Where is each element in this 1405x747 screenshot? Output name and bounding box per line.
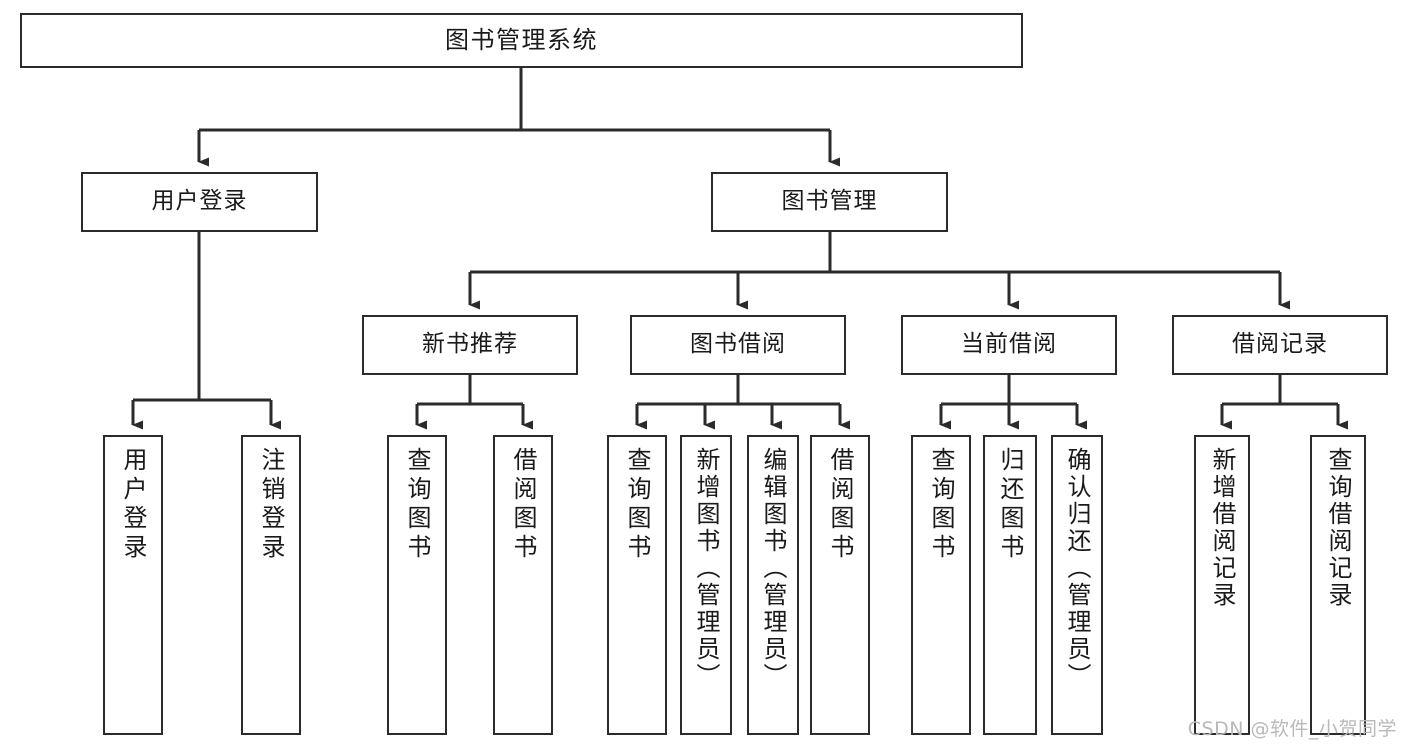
- node-label: 借阅图书: [509, 447, 537, 563]
- leaf-nb-borrow-book[interactable]: 借阅图书: [493, 435, 553, 735]
- leaf-bb-edit-book-admin[interactable]: 编辑图书（管理员）: [747, 435, 799, 735]
- leaf-cb-confirm-return-admin[interactable]: 确认归还（管理员）: [1051, 435, 1103, 735]
- node-user-login[interactable]: 用户登录: [81, 172, 318, 232]
- node-label: 新增借阅记录: [1208, 447, 1236, 609]
- node-label: 查询图书: [927, 447, 955, 563]
- node-current-borrow[interactable]: 当前借阅: [901, 315, 1117, 375]
- node-label: 查询图书: [623, 447, 651, 563]
- node-root-book-management-system[interactable]: 图书管理系统: [20, 13, 1023, 68]
- node-label: 图书管理: [781, 188, 878, 215]
- node-label: 新增图书（管理员）: [692, 447, 720, 690]
- leaf-br-add-record[interactable]: 新增借阅记录: [1194, 435, 1250, 735]
- node-label: 借阅记录: [1232, 331, 1328, 358]
- node-label: 查询图书: [403, 447, 431, 563]
- node-label: 当前借阅: [961, 331, 1057, 358]
- node-new-book-recommend[interactable]: 新书推荐: [362, 315, 578, 375]
- watermark-credit: CSDN @软件_小贺同学: [1187, 718, 1397, 740]
- node-book-borrow[interactable]: 图书借阅: [630, 315, 846, 375]
- node-label: 借阅图书: [826, 447, 854, 563]
- node-label: 注销登录: [257, 447, 285, 563]
- leaf-cb-query-book[interactable]: 查询图书: [911, 435, 971, 735]
- node-label: 图书借阅: [690, 331, 786, 358]
- leaf-bb-query-book[interactable]: 查询图书: [607, 435, 667, 735]
- leaf-user-login[interactable]: 用户登录: [103, 435, 163, 735]
- leaf-cb-return-book[interactable]: 归还图书: [983, 435, 1037, 735]
- node-label: 归还图书: [996, 447, 1024, 563]
- node-label: 用户登录: [119, 447, 147, 563]
- leaf-br-query-record[interactable]: 查询借阅记录: [1310, 435, 1366, 735]
- node-label: 用户登录: [151, 188, 248, 215]
- node-borrow-record[interactable]: 借阅记录: [1172, 315, 1388, 375]
- node-label: 图书管理系统: [445, 26, 598, 55]
- leaf-bb-borrow-book[interactable]: 借阅图书: [810, 435, 870, 735]
- node-label: 确认归还（管理员）: [1063, 447, 1091, 690]
- node-label: 新书推荐: [422, 331, 518, 358]
- leaf-nb-query-book[interactable]: 查询图书: [387, 435, 447, 735]
- leaf-logout-login[interactable]: 注销登录: [241, 435, 301, 735]
- node-book-management[interactable]: 图书管理: [711, 172, 948, 232]
- node-label: 编辑图书（管理员）: [759, 447, 787, 690]
- node-label: 查询借阅记录: [1324, 447, 1352, 609]
- leaf-bb-add-book-admin[interactable]: 新增图书（管理员）: [680, 435, 732, 735]
